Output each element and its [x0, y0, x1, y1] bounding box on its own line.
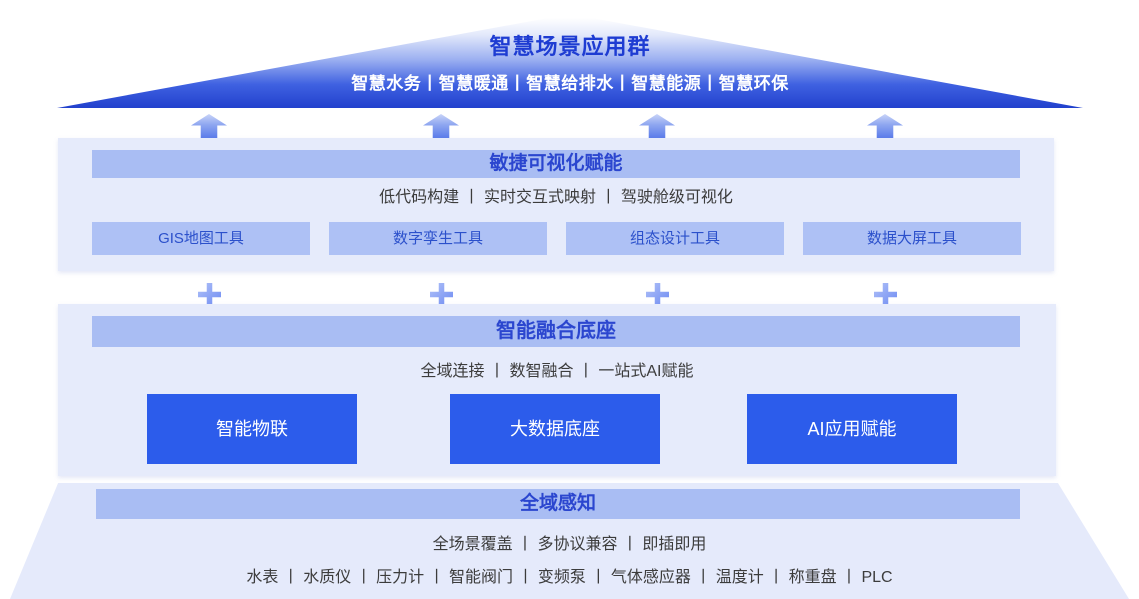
visualization-title: 敏捷可视化赋能 [489, 153, 623, 174]
visualization-panel: 敏捷可视化赋能 低代码构建 丨 实时交互式映射 丨 驾驶舱级可视化 GIS地图工… [58, 138, 1054, 271]
fusion-features: 全域连接 丨 数智融合 丨 一站式AI赋能 [420, 363, 694, 380]
module-box-iot: 智能物联 [147, 394, 357, 464]
roof-title: 智慧场景应用群 [489, 34, 651, 59]
visualization-title-bar: 敏捷可视化赋能 [92, 150, 1020, 178]
perception-title: 全域感知 [519, 493, 596, 514]
up-arrow-icon [191, 114, 227, 138]
module-box-ai: AI应用赋能 [747, 394, 957, 464]
roof-applications: 智慧水务丨智慧暖通丨智慧给排水丨智慧能源丨智慧环保 [351, 74, 789, 93]
plus-icon [430, 283, 453, 306]
plus-icon [646, 283, 669, 306]
fusion-title-bar: 智能融合底座 [92, 316, 1020, 347]
up-arrow-icon [639, 114, 675, 138]
fusion-panel: 智能融合底座 全域连接 丨 数智融合 丨 一站式AI赋能 智能物联 大数据底座 … [58, 304, 1056, 476]
up-arrow-icon [867, 114, 903, 138]
perception-title-bar: 全域感知 [96, 489, 1020, 519]
up-arrow-icon [423, 114, 459, 138]
tool-box-scada-design: 组态设计工具 [566, 222, 784, 255]
fusion-title: 智能融合底座 [496, 320, 616, 342]
plus-icon [874, 283, 897, 306]
tool-box-dashboard: 数据大屏工具 [803, 222, 1021, 255]
device-list: 水表 丨 水质仪 丨 压力计 丨 智能阀门 丨 变频泵 丨 气体感应器 丨 温度… [246, 569, 893, 586]
application-roof: 智慧场景应用群 智慧水务丨智慧暖通丨智慧给排水丨智慧能源丨智慧环保 [57, 14, 1083, 108]
module-box-bigdata: 大数据底座 [450, 394, 660, 464]
plus-icon [198, 283, 221, 306]
visualization-features: 低代码构建 丨 实时交互式映射 丨 驾驶舱级可视化 [379, 189, 733, 206]
perception-panel: 全域感知 全场景覆盖 丨 多协议兼容 丨 即插即用 水表 丨 水质仪 丨 压力计… [10, 483, 1129, 599]
tool-box-gis: GIS地图工具 [92, 222, 310, 255]
tool-box-digital-twin: 数字孪生工具 [329, 222, 547, 255]
perception-features: 全场景覆盖 丨 多协议兼容 丨 即插即用 [432, 536, 707, 553]
